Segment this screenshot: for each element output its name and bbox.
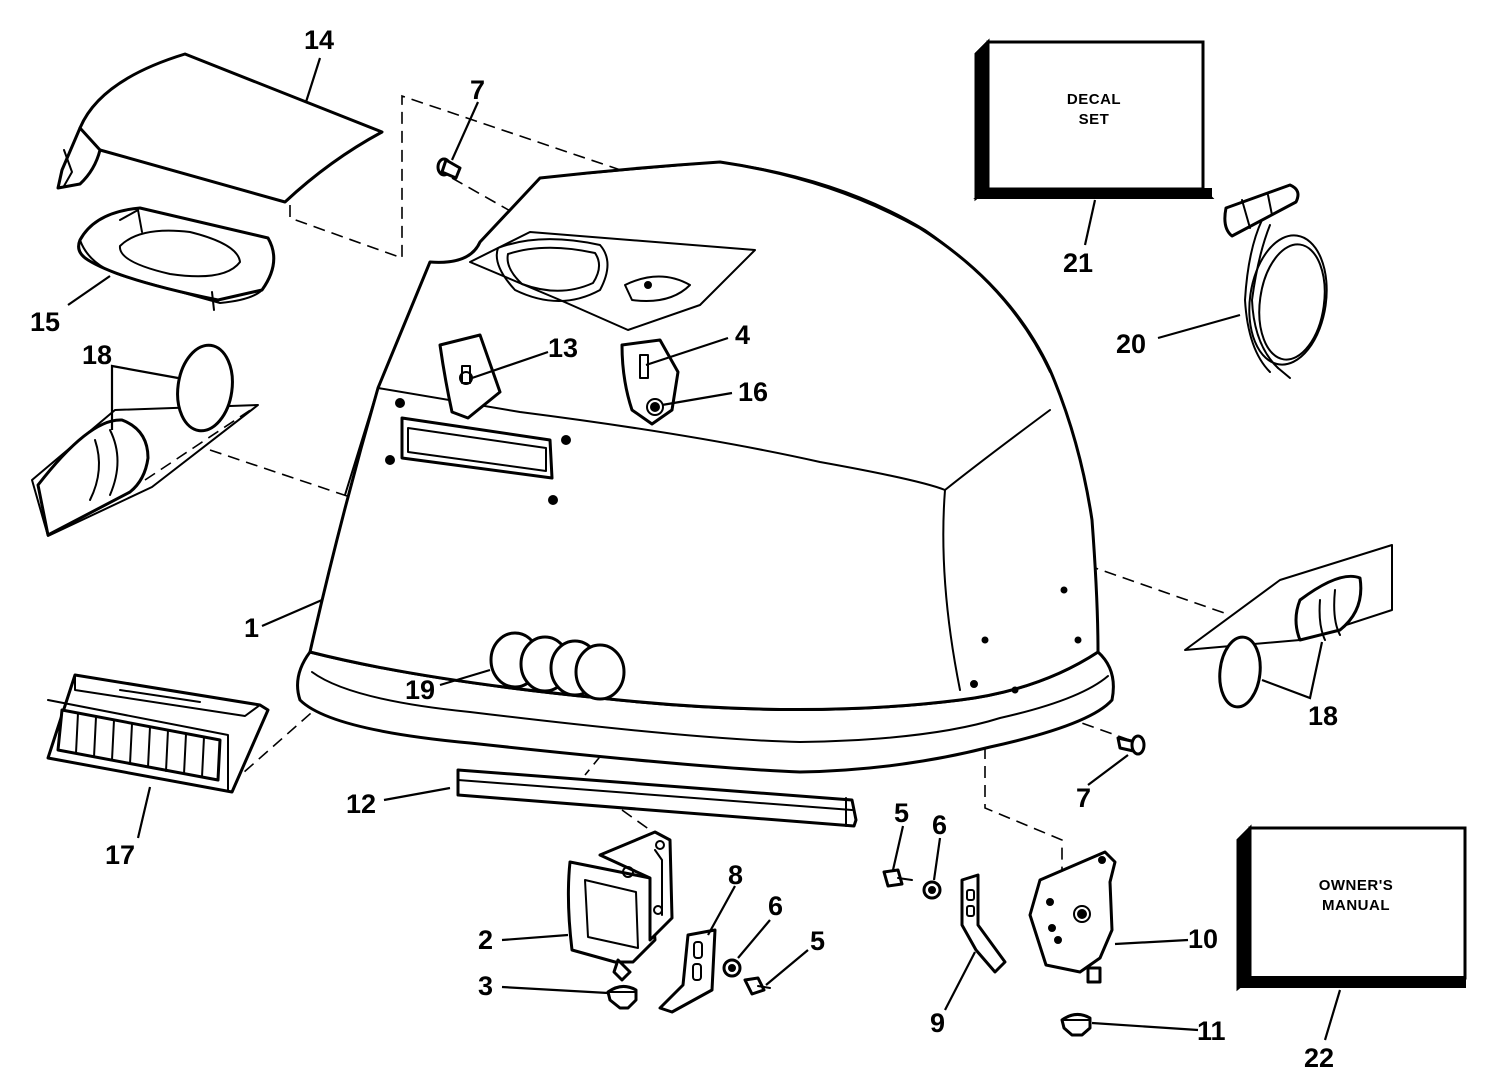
washer-6-right [922, 880, 942, 900]
callout-15: 15 [30, 307, 60, 337]
decal-box-line1: DECAL [1067, 91, 1121, 108]
bracket-2 [566, 830, 674, 982]
callout-22: 22 [1304, 1043, 1334, 1073]
manual-box-line1: OWNER'S [1319, 877, 1394, 894]
grommet-11 [1060, 1013, 1092, 1037]
latch-plate-4-16 [620, 338, 680, 426]
callout-20: 20 [1116, 329, 1146, 359]
side-decal-left-18 [31, 343, 259, 537]
callout-6-left: 6 [768, 891, 783, 921]
callout-14: 14 [304, 25, 334, 55]
callout-numbers: 14 7 15 18 13 4 16 1 19 17 12 2 3 8 6 5 … [30, 25, 1338, 1073]
callout-7-bottom: 7 [1076, 783, 1091, 813]
callout-1: 1 [244, 613, 259, 643]
silencer-plate-15 [77, 206, 276, 311]
grommet-3 [606, 985, 638, 1010]
callout-16: 16 [738, 377, 768, 407]
callout-5-left: 5 [810, 926, 825, 956]
grille-17 [46, 673, 270, 794]
callout-7-top: 7 [470, 75, 485, 105]
callout-13: 13 [548, 333, 578, 363]
callout-4: 4 [735, 320, 750, 350]
leader-lines [67, 57, 1342, 1041]
callout-8: 8 [728, 860, 743, 890]
intake-cover-14 [56, 52, 384, 204]
callout-12: 12 [346, 789, 376, 819]
callout-9: 9 [930, 1008, 945, 1038]
washer-6-left [722, 958, 742, 978]
callout-18-left: 18 [82, 340, 112, 370]
screw-7-bottom [1116, 734, 1146, 756]
callout-11: 11 [1197, 1016, 1226, 1046]
callout-10: 10 [1188, 924, 1218, 954]
callout-19: 19 [405, 675, 435, 705]
callout-5-right: 5 [894, 798, 909, 828]
manual-box-line2: MANUAL [1322, 897, 1390, 914]
owners-manual-box-22[interactable]: OWNER'S MANUAL [1236, 824, 1467, 992]
callout-21: 21 [1063, 248, 1093, 278]
plugs-19 [489, 631, 626, 701]
latch-assembly-10 [1028, 850, 1117, 984]
callout-18-right: 18 [1308, 701, 1338, 731]
side-decal-right-18 [1184, 544, 1393, 709]
engine-cover [296, 160, 1115, 774]
callout-6-right: 6 [932, 810, 947, 840]
decal-set-box-21[interactable]: DECAL SET [973, 38, 1215, 202]
lever-9 [960, 873, 1007, 974]
callout-3: 3 [478, 971, 493, 1001]
screw-5-right [882, 868, 913, 888]
latch-plate-13 [438, 333, 502, 420]
callout-2: 2 [478, 925, 493, 955]
screw-5-left [743, 976, 771, 996]
seal-12 [456, 768, 858, 828]
screw-7-top [436, 157, 462, 180]
lever-8 [658, 928, 717, 1014]
callout-17: 17 [105, 840, 135, 870]
decal-box-line2: SET [1079, 111, 1110, 128]
cord-20 [1223, 183, 1328, 379]
